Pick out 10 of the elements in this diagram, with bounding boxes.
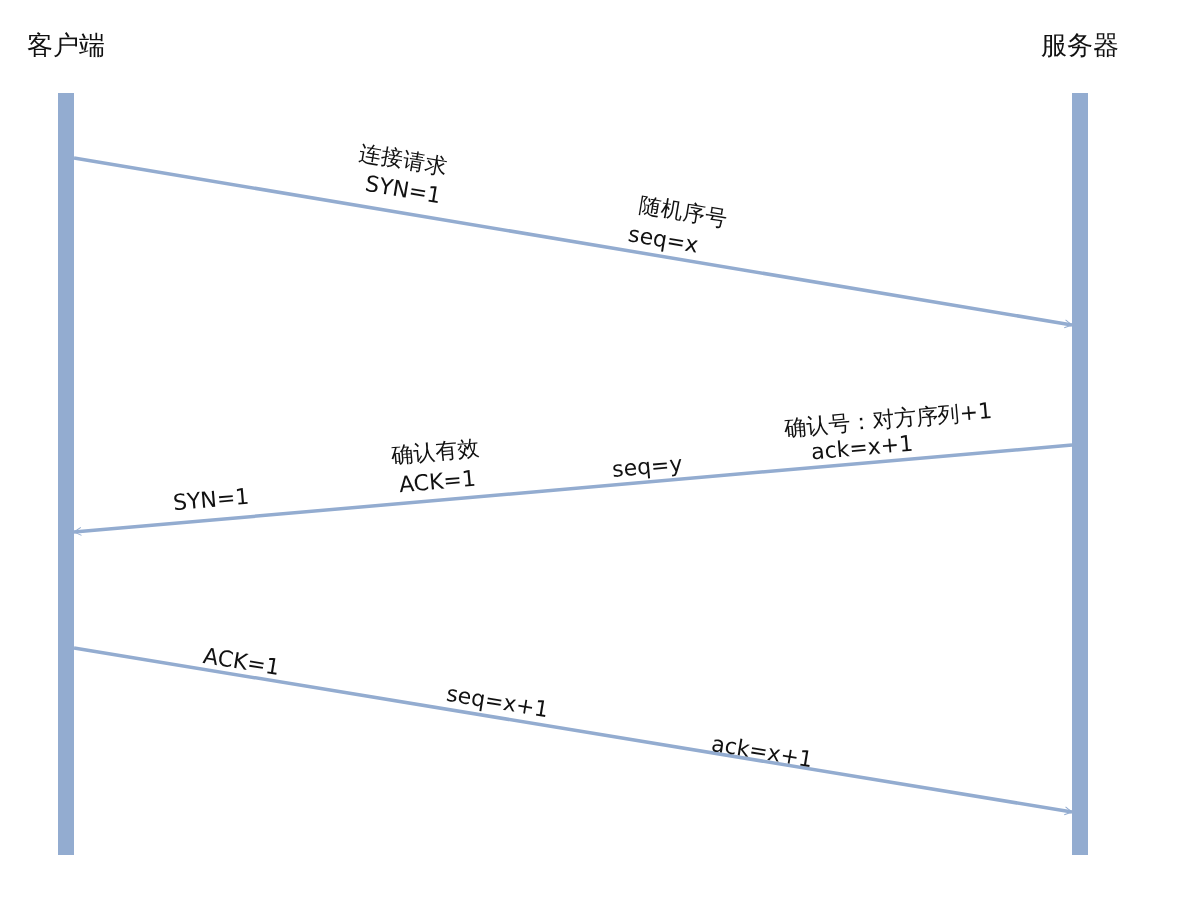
message-label: seq=y bbox=[611, 451, 684, 483]
arrow bbox=[73, 646, 1073, 816]
arrow bbox=[73, 443, 1073, 536]
arrow bbox=[73, 156, 1073, 329]
message-label: ACK=1 bbox=[200, 642, 281, 682]
message-label: ack=x+1 bbox=[709, 730, 815, 774]
participant-label: 服务器 bbox=[1040, 29, 1120, 62]
message-label: SYN=1 bbox=[172, 483, 251, 517]
message-label: seq=x+1 bbox=[444, 680, 550, 724]
participant-label: 客户端 bbox=[26, 29, 106, 62]
